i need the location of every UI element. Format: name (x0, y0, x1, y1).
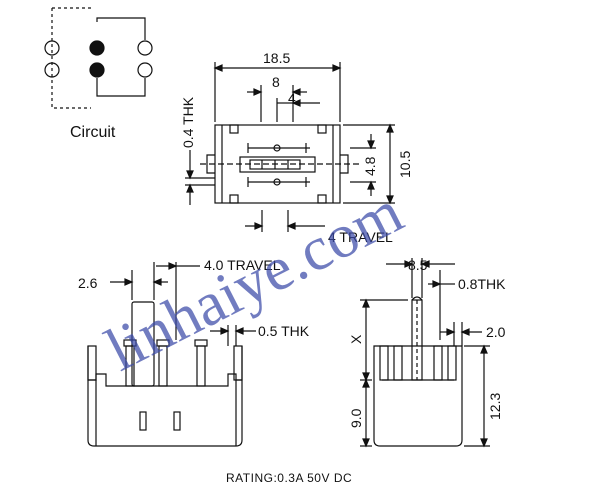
front-view (87, 262, 256, 447)
dim-total-height: 12.3 (487, 393, 503, 420)
dim-half-pitch: 4 (288, 90, 296, 106)
terminal-open-top-right (137, 40, 153, 56)
rating-label: RATING:0.3A 50V DC (226, 471, 352, 485)
side-view (360, 258, 490, 448)
terminal-common-top (89, 40, 105, 56)
dim-actuator-width: 2.6 (78, 275, 98, 291)
dim-overall-length: 18.5 (263, 50, 290, 66)
dim-thickness: 0.4 THK (180, 96, 196, 148)
circuit-label: Circuit (70, 124, 116, 141)
terminal-common-bottom (89, 62, 105, 78)
dim-front-travel: 4.0 TRAVEL (204, 257, 281, 273)
dim-row-spacing: 4.8 (362, 156, 378, 176)
dim-top-travel: 4 TRAVEL (328, 229, 393, 245)
top-view (185, 62, 395, 232)
dim-terminal-thickness: 0.5 THK (258, 323, 310, 339)
dim-actuator-offset: 8.5 (408, 257, 428, 273)
dim-body-height: 9.0 (348, 408, 364, 428)
terminal-open-top-left (44, 40, 60, 56)
dim-actuator-height: X (348, 334, 364, 344)
dim-plate-thickness: 0.8THK (458, 276, 506, 292)
terminal-open-bottom-left (44, 62, 60, 78)
terminal-open-bottom-right (137, 62, 153, 78)
dim-pitch: 8 (272, 74, 280, 90)
dim-height: 10.5 (397, 151, 413, 178)
dim-terminal-width: 2.0 (486, 324, 506, 340)
circuit-schematic (44, 7, 153, 109)
